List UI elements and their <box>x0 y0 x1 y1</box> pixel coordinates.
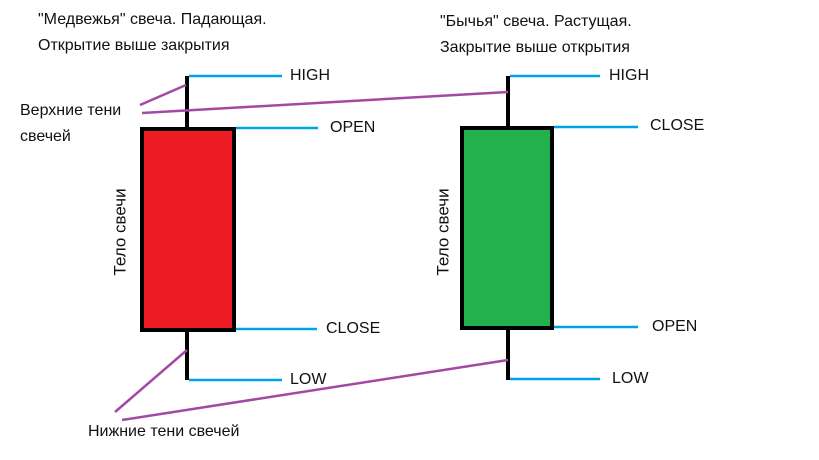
upper-shadows-label-line1: Верхние тени <box>20 102 122 119</box>
bull-low-label: LOW <box>612 370 649 387</box>
bull-title-line2: Закрытие выше открытия <box>440 39 630 56</box>
bear-low-label: LOW <box>290 371 327 388</box>
bull-close-label: CLOSE <box>650 117 705 134</box>
lower-shadows-label: Нижние тени свечей <box>88 423 240 440</box>
bear-body-label: Тело свечи <box>110 188 130 276</box>
bull-candle-body <box>460 126 554 330</box>
bear-high-label: HIGH <box>290 67 330 84</box>
bull-high-label: HIGH <box>609 67 649 84</box>
upper-shadow-pointer-bear <box>139 83 187 107</box>
bear-title-line2: Открытие выше закрытия <box>38 37 230 54</box>
bear-candle-body <box>140 127 236 332</box>
upper-shadows-label-line2: свечей <box>20 128 71 145</box>
upper-shadow-pointer-bull <box>141 90 509 115</box>
bear-open-label: OPEN <box>330 119 376 136</box>
bear-title-line1: "Медвежья" свеча. Падающая. <box>38 11 267 28</box>
bull-open-label: OPEN <box>652 318 698 335</box>
bull-body-label: Тело свечи <box>433 188 453 276</box>
lower-shadow-pointer-bear <box>114 349 188 413</box>
bull-title-line1: "Бычья" свеча. Растущая. <box>440 13 632 30</box>
lower-shadow-pointer-bull <box>121 358 509 422</box>
bear-close-label: CLOSE <box>326 320 381 337</box>
